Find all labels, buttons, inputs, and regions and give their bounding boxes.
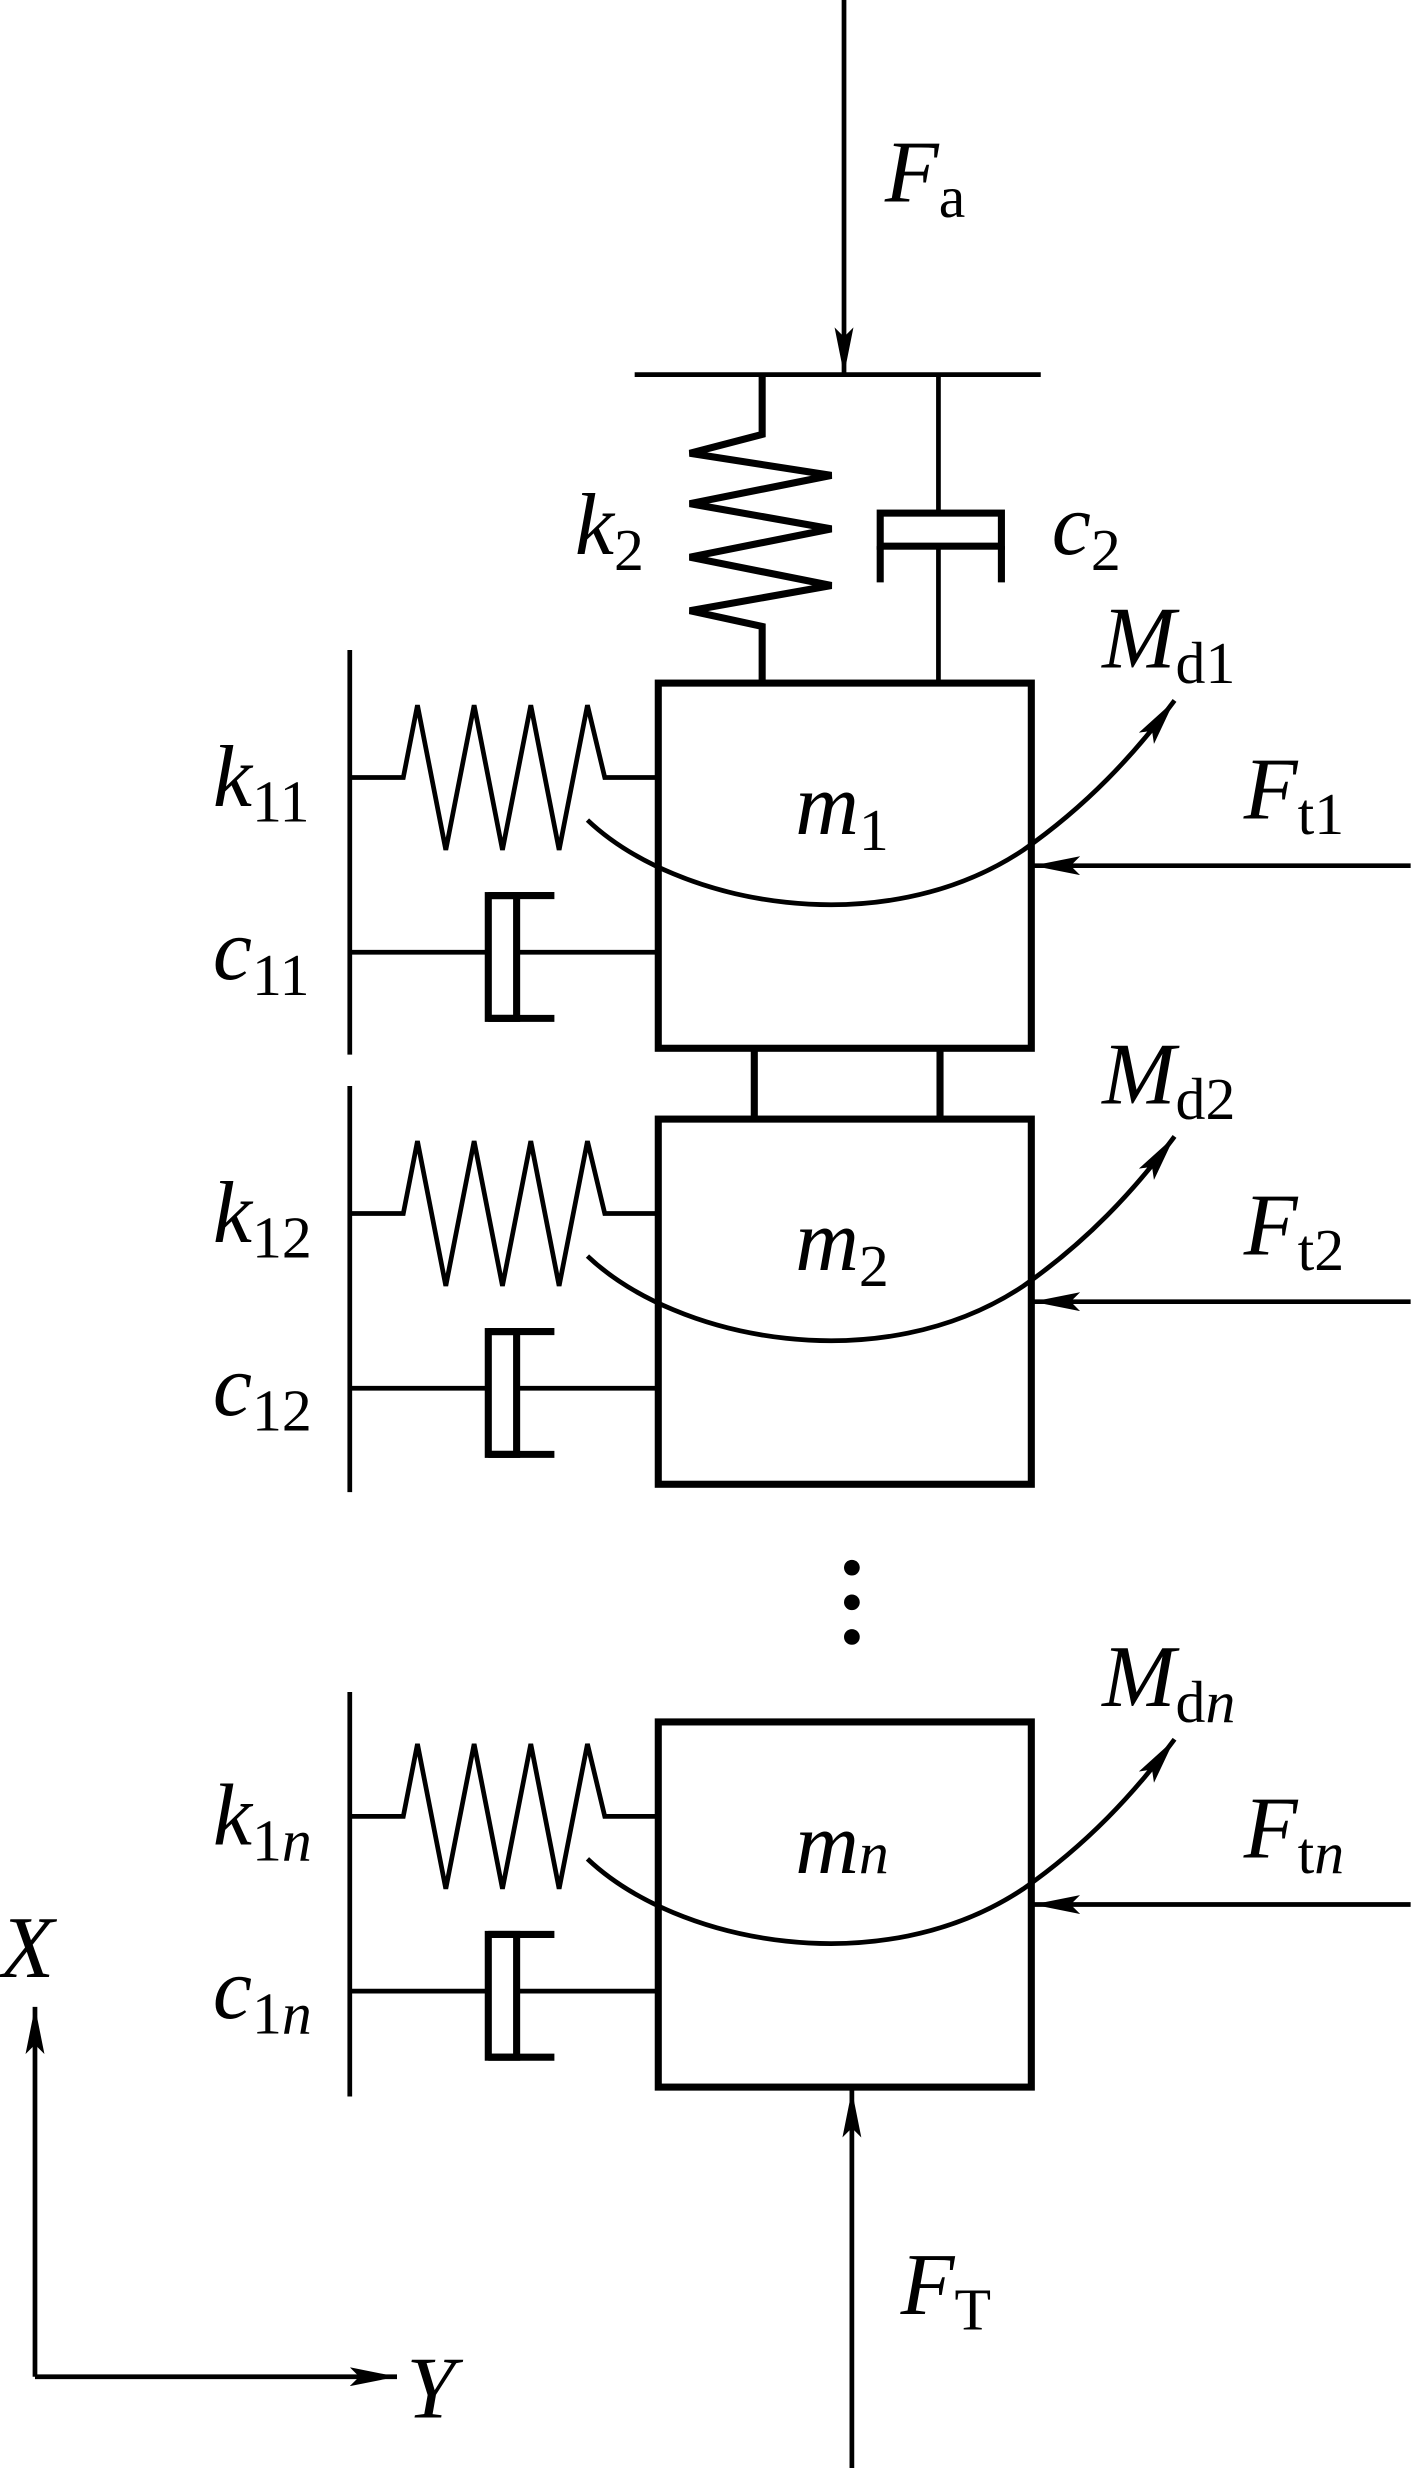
x-axis-label: X <box>0 1899 57 1997</box>
spring-k2-label: k2 <box>575 476 644 583</box>
lateral-force-label: Ft1 <box>1243 740 1344 847</box>
lateral-force-label: Ft2 <box>1243 1176 1344 1283</box>
spring-label: k1n <box>213 1767 312 1874</box>
lateral-force-label: Ftn <box>1243 1779 1344 1886</box>
spring <box>349 704 659 851</box>
spring <box>349 1743 659 1890</box>
y-axis-label: Y <box>406 2340 463 2438</box>
damper-label: c11 <box>213 901 310 1008</box>
mass-label: mn <box>795 1795 889 1893</box>
spring-label: k11 <box>213 728 310 835</box>
moment-arrow <box>585 1737 1177 1946</box>
spring-label: k12 <box>213 1164 312 1271</box>
moment-arrow <box>585 1135 1177 1343</box>
damper-label: c12 <box>213 1337 312 1444</box>
moment-label: Md1 <box>1100 589 1235 696</box>
moment-label: Mdn <box>1100 1628 1235 1735</box>
spring-k2 <box>688 374 833 687</box>
damper-c2-label: c2 <box>1052 476 1121 583</box>
mass-label: m1 <box>795 756 889 863</box>
force-T-label: FT <box>900 2236 991 2343</box>
vertical-dots-icon <box>844 1559 860 1645</box>
damper <box>349 1328 659 1458</box>
damper-label: c1n <box>213 1940 312 2047</box>
mass-block <box>654 1718 1035 2091</box>
damper <box>349 1930 659 2061</box>
moment-arrow <box>585 699 1177 907</box>
mass-block <box>654 679 1035 1052</box>
spring <box>349 1140 659 1287</box>
damper-c2 <box>876 374 1005 687</box>
force-a-label: Fa <box>884 123 965 230</box>
mass-block <box>654 1115 1035 1488</box>
mass-label: m2 <box>795 1192 889 1299</box>
damper <box>349 892 659 1022</box>
moment-label: Md2 <box>1100 1025 1235 1132</box>
